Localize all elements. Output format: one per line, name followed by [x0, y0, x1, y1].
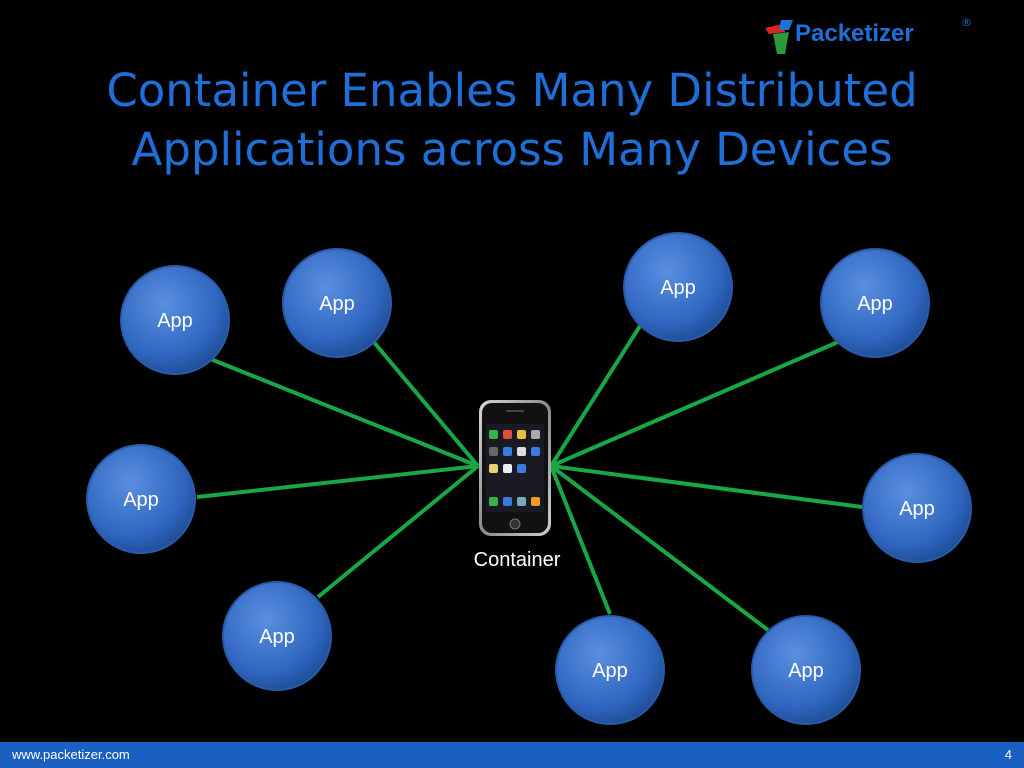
app-label: App	[788, 660, 824, 682]
footer-bar: www.packetizer.com 4	[0, 742, 1024, 768]
app-node-circle	[86, 444, 196, 554]
connector-line	[549, 465, 612, 615]
app-node-circle	[751, 615, 861, 725]
app-label: App	[899, 498, 935, 520]
app-label: App	[259, 626, 295, 648]
app-node: App	[86, 444, 196, 554]
app-node: App	[751, 615, 861, 725]
app-node-circle	[222, 581, 332, 691]
app-label: App	[123, 489, 159, 511]
app-node: App	[120, 265, 230, 375]
smartphone-icon	[479, 400, 551, 536]
logo-mark-icon	[765, 20, 793, 54]
app-label: App	[157, 310, 193, 332]
app-node-circle	[282, 248, 392, 358]
app-label: App	[660, 277, 696, 299]
app-label: App	[319, 293, 355, 315]
page-number: 4	[1004, 747, 1012, 762]
connector-line	[550, 340, 839, 468]
app-node-circle	[623, 232, 733, 342]
packetizer-logo: Packetizer ®	[763, 16, 978, 56]
container-device: Container	[474, 400, 561, 571]
connector-line	[207, 356, 479, 468]
container-label: Container	[474, 549, 561, 571]
connector-line	[370, 338, 480, 468]
connector-line	[549, 324, 642, 468]
app-node-circle	[120, 265, 230, 375]
logo-text: Packetizer	[795, 20, 914, 47]
app-node: App	[623, 232, 733, 342]
connector-line	[196, 464, 479, 499]
app-node: App	[282, 248, 392, 358]
footer-url: www.packetizer.com	[12, 747, 130, 762]
connector-line	[549, 464, 770, 632]
connector-line	[316, 464, 480, 599]
app-node-circle	[820, 248, 930, 358]
app-node: App	[222, 581, 332, 691]
app-node: App	[862, 453, 972, 563]
connector-lines	[196, 324, 863, 632]
registered-mark: ®	[961, 16, 972, 29]
app-node-circle	[862, 453, 972, 563]
app-node: App	[555, 615, 665, 725]
app-node-circle	[555, 615, 665, 725]
slide-title: Container Enables Many Distributed Appli…	[106, 64, 918, 176]
connector-line	[550, 464, 863, 509]
app-node: App	[820, 248, 930, 358]
app-label: App	[857, 293, 893, 315]
app-label: App	[592, 660, 628, 682]
